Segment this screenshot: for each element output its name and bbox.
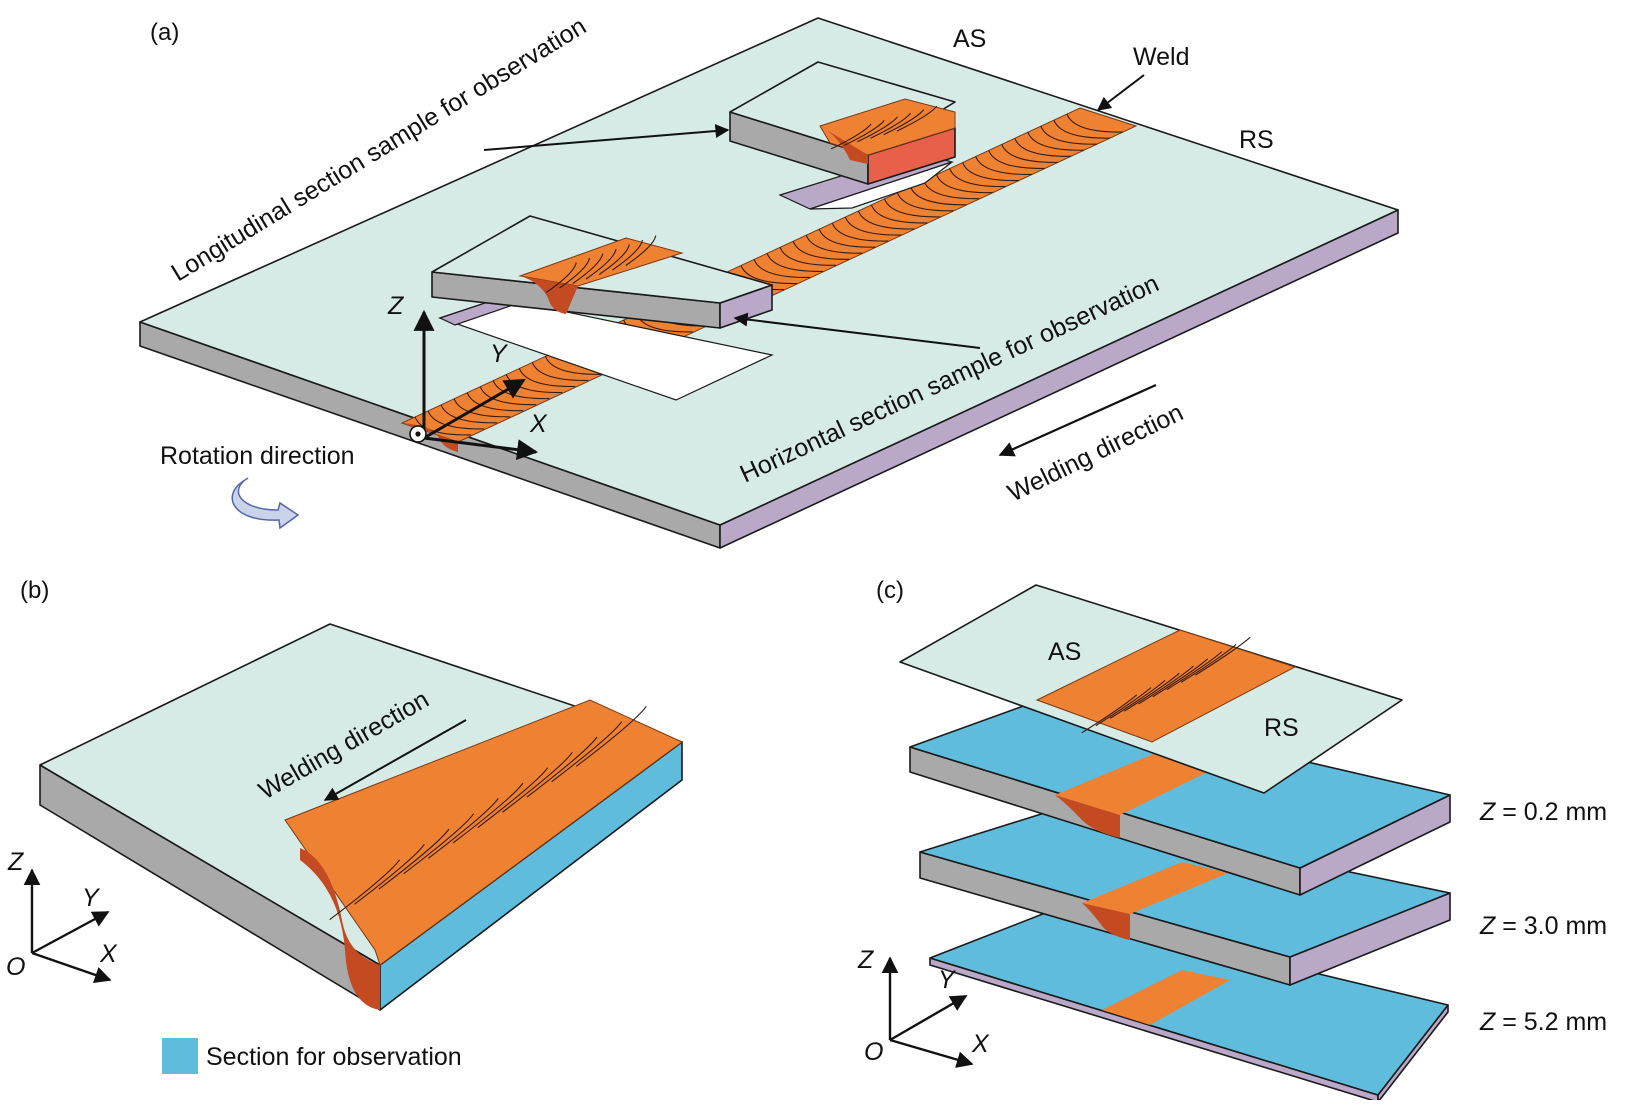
panel-b: (b) Welding direction Z Y X O Section fo… <box>6 577 683 1074</box>
label-as: AS <box>953 25 986 53</box>
z-level-0: Z = 0.2 mm <box>1479 798 1607 826</box>
label-rs-c: RS <box>1264 714 1299 742</box>
slice-z-5-2 <box>929 909 1449 1103</box>
axis-y-label: Y <box>490 340 509 368</box>
slice-z-0-2 <box>909 699 1451 896</box>
axis-y-label-c: Y <box>938 966 957 994</box>
z-level-labels: Z = 0.2 mm Z = 3.0 mm Z = 5.2 mm <box>1479 798 1607 1036</box>
longitudinal-leader-arrow <box>483 124 730 151</box>
label-weld: Weld <box>1133 43 1190 71</box>
z-level-1: Z = 3.0 mm <box>1479 912 1607 940</box>
horizontal-sample <box>431 215 773 329</box>
legend-swatch <box>162 1038 198 1074</box>
axis-o-label-b: O <box>6 953 25 981</box>
axes-a: Z Y X <box>387 292 548 461</box>
axes-b: Z Y X O <box>6 848 118 983</box>
label-rs: RS <box>1239 126 1274 154</box>
panel-a-label: (a) <box>150 19 179 46</box>
axis-z-label-b: Z <box>7 848 24 876</box>
weld-leader-arrow <box>1096 74 1145 111</box>
welding-direction-arrow-a <box>998 383 1157 457</box>
z-level-2: Z = 5.2 mm <box>1479 1008 1607 1036</box>
panel-b-label: (b) <box>20 577 49 604</box>
welding-direction-arrow-b <box>323 719 467 801</box>
axis-x-label-c: X <box>971 1030 990 1058</box>
panel-a: Z Y X (a) AS RS Weld Longitudinal sectio… <box>139 12 1399 549</box>
panel-c-label: (c) <box>876 577 904 604</box>
axis-x-label-b: X <box>99 940 118 968</box>
label-rotation-direction: Rotation direction <box>160 442 355 470</box>
axes-c: Z Y X O <box>857 946 990 1068</box>
top-surface-plate <box>899 584 1403 794</box>
rotation-arrow-icon <box>231 477 300 530</box>
axis-z-label: Z <box>387 292 404 320</box>
panel-c: (c) AS R <box>857 577 1607 1103</box>
axis-o-label-c: O <box>864 1038 883 1066</box>
label-welding-direction-a: Welding direction <box>1003 398 1187 507</box>
legend: Section for observation <box>162 1038 462 1074</box>
axis-z-label-c: Z <box>857 946 874 974</box>
longitudinal-sample <box>729 61 956 185</box>
legend-label: Section for observation <box>206 1043 462 1071</box>
weld-cross-section <box>300 848 380 1010</box>
slice-z-3-0 <box>919 809 1451 986</box>
axis-y-label-b: Y <box>82 884 101 912</box>
horizontal-leader-arrow <box>733 312 981 349</box>
axis-x-label: X <box>529 410 548 438</box>
label-as-c: AS <box>1048 638 1081 666</box>
